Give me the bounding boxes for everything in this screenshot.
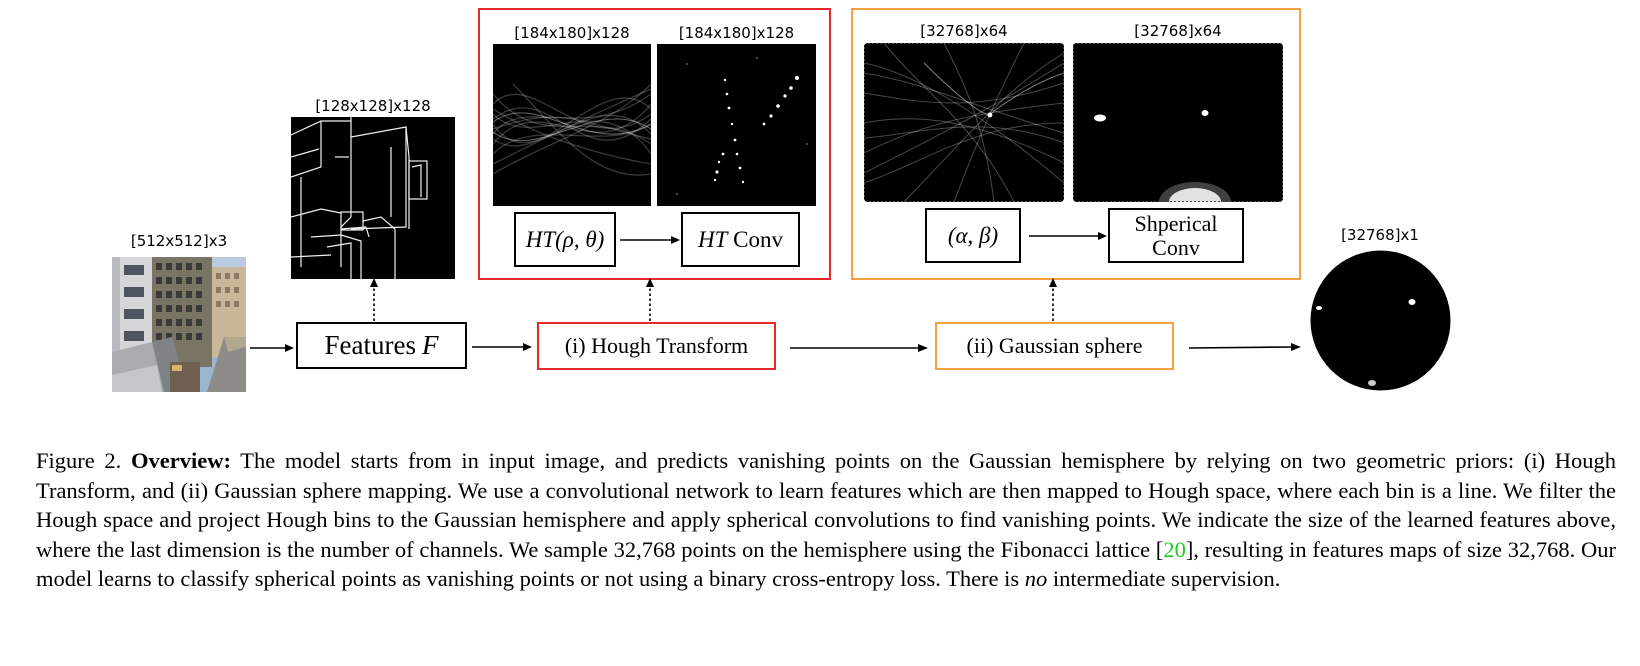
alpha-beta-label: (α, β) [947, 222, 999, 248]
ht-rho-theta-fn: HT [525, 226, 556, 252]
caption-citation-link[interactable]: 20 [1163, 536, 1186, 562]
features-size-label: [128x128]x128 [315, 97, 431, 115]
figure-caption: Figure 2. Overview: The model starts fro… [36, 446, 1616, 594]
input-image [112, 257, 246, 392]
gaussian-sphere-image [864, 43, 1064, 202]
ht-rho-theta-box: HT(ρ, θ) [514, 212, 616, 267]
gaussian-sphere-label: (ii) Gaussian sphere [966, 333, 1143, 358]
arrow-ht-to-htconv [620, 236, 680, 244]
gaussian-frame [851, 8, 1301, 280]
hough-frame [478, 8, 831, 280]
input-size-label: [512x512]x3 [130, 232, 228, 250]
arrow-gaussian-to-output [1188, 343, 1301, 351]
spherical-conv-image [1073, 43, 1283, 202]
features-box: Features F [296, 322, 467, 369]
alpha-beta-box: (α, β) [925, 208, 1021, 263]
hough-space-image [493, 44, 651, 206]
arrow-features-to-hough [472, 343, 532, 351]
spherical-conv-box: Shperical Conv [1108, 208, 1244, 263]
hough-transform-box: (i) Hough Transform [537, 322, 776, 370]
spherical-conv-line2: Conv [1152, 234, 1200, 260]
hough-transform-label: (i) Hough Transform [564, 333, 749, 358]
caption-title: Overview: [130, 448, 231, 473]
features-label: Features [324, 330, 416, 360]
feature-map-image [291, 117, 455, 279]
hough-right-size-label: [184x180]x128 [678, 24, 795, 42]
dotted-arrow-features-up [370, 278, 378, 321]
caption-text-2: ], resulting in features maps of size 32… [36, 536, 1616, 592]
features-variable: F [421, 330, 439, 360]
caption-text-1: The model starts from in input image, an… [36, 448, 1616, 562]
output-size-label: [32768]x1 [1341, 226, 1419, 244]
ht-conv-fn: HT [698, 226, 728, 252]
arrow-hough-to-gaussian [790, 344, 928, 352]
caption-text-3: intermediate supervision. [1047, 566, 1281, 592]
hough-conv-image [657, 44, 816, 206]
ht-conv-box: HT Conv [681, 212, 800, 267]
arrow-input-to-features [250, 344, 294, 352]
spherical-conv-line1: Shperical [1134, 210, 1218, 236]
hough-left-size-label: [184x180]x128 [514, 24, 630, 42]
arrow-alphabeta-to-sphconv [1029, 232, 1107, 240]
output-sphere-image [1310, 250, 1451, 391]
gaussian-sphere-box: (ii) Gaussian sphere [935, 322, 1174, 370]
caption-figure-number: Figure 2. [36, 448, 131, 473]
dotted-arrow-gaussian-up [1049, 278, 1057, 321]
gaussian-left-size-label: [32768]x64 [920, 22, 1008, 40]
dotted-arrow-hough-up [646, 278, 654, 321]
ht-conv-label: Conv [727, 226, 783, 252]
caption-emphasis: no [1024, 566, 1048, 592]
gaussian-right-size-label: [32768]x64 [1134, 22, 1222, 40]
ht-rho-theta-args: (ρ, θ) [555, 226, 605, 252]
